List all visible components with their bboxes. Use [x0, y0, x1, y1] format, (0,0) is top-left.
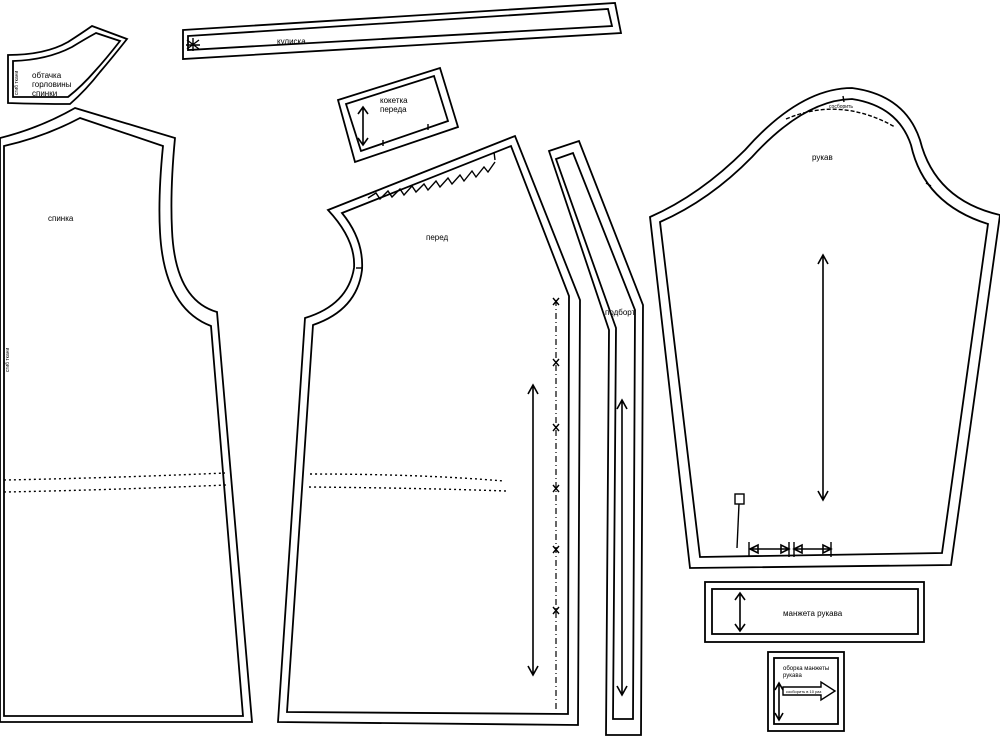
- sleeve-piece-label: рукав: [812, 153, 833, 162]
- cuff-piece: манжета рукава: [704, 581, 925, 643]
- front-piece-label: перед: [426, 233, 449, 242]
- back-neck-facing-fold-label: сгиб ткани: [14, 71, 20, 95]
- cross-mark-icon: [186, 38, 200, 51]
- notch-square-icon: [734, 493, 745, 505]
- sleeve-ease-label: сосборить: [829, 104, 853, 110]
- drawstring-casing-piece: кулиска: [182, 2, 623, 60]
- front-yoke-piece: кокетка переда: [336, 66, 460, 164]
- front-yoke-label-1: кокетка: [380, 96, 408, 105]
- front-yoke-label-2: переда: [380, 105, 407, 114]
- front-piece: перед: [277, 134, 581, 726]
- back-neck-facing-label-3: спинки: [32, 89, 57, 98]
- cuff-frill-label-1: оборка манжеты: [783, 666, 829, 672]
- back-piece-fold-label: сгиб ткани: [5, 348, 11, 372]
- facing-piece-label: подборт: [605, 308, 636, 317]
- cuff-frill-gather-label: сосборить в 10 раз: [786, 689, 821, 694]
- button-markers: [552, 297, 560, 615]
- back-piece-label: спинка: [48, 214, 74, 223]
- back-neck-facing-piece: обтачка горловины спинки сгиб ткани: [7, 24, 129, 105]
- back-neck-facing-label-2: горловины: [32, 80, 72, 89]
- facing-piece: подборт: [547, 139, 644, 736]
- drawstring-casing-label: кулиска: [277, 37, 306, 46]
- back-piece: спинка сгиб ткани: [0, 107, 253, 723]
- cuff-frill-piece: оборка манжеты рукава сосборить в 10 раз: [767, 651, 845, 732]
- sleeve-piece: сосборить рукав: [649, 87, 1000, 569]
- back-neck-facing-label-1: обтачка: [32, 71, 62, 80]
- cuff-piece-label: манжета рукава: [783, 609, 843, 618]
- cuff-frill-label-2: рукава: [783, 673, 802, 679]
